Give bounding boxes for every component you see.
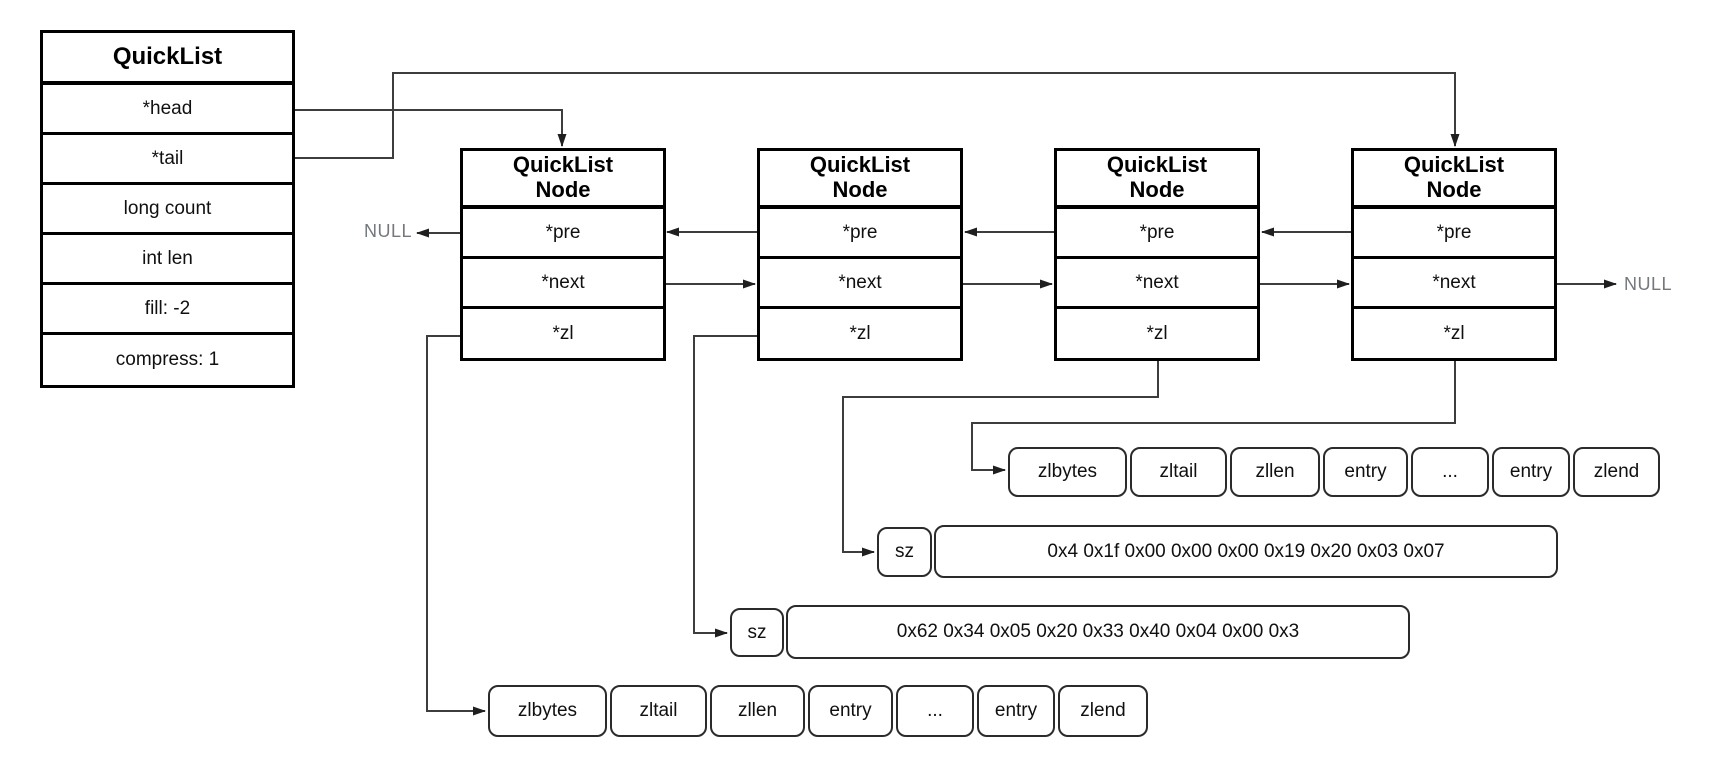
sz-box-2: sz — [730, 608, 784, 657]
ziplist-cell-zlend: zlend — [1573, 447, 1660, 497]
quicklist-node-2: QuickList Node *pre *next *zl — [757, 148, 963, 361]
quicklist-node-3: QuickList Node *pre *next *zl — [1054, 148, 1260, 361]
node-field-next: *next — [1354, 259, 1554, 309]
quicklist-field-fill: fill: -2 — [43, 285, 292, 335]
ziplist-cell-ellipsis: ... — [1411, 447, 1489, 497]
ziplist-cell-entry: entry — [977, 685, 1055, 737]
node-title: QuickList Node — [1354, 151, 1554, 209]
node-title-line2: Node — [1129, 177, 1185, 202]
node-field-pre: *pre — [463, 209, 663, 259]
node-field-pre: *pre — [760, 209, 960, 259]
node-title-line2: Node — [535, 177, 591, 202]
node-title-line1: QuickList — [512, 152, 614, 178]
node-field-next: *next — [1057, 259, 1257, 309]
quicklist-struct: QuickList *head *tail long count int len… — [40, 30, 295, 388]
node-title-line1: QuickList — [1403, 152, 1505, 178]
quicklist-node-4: QuickList Node *pre *next *zl — [1351, 148, 1557, 361]
quicklist-field-count: long count — [43, 185, 292, 235]
arrow-node1-zl-to-ziplist — [426, 335, 486, 716]
ziplist-cell-zltail: zltail — [1130, 447, 1227, 497]
ziplist-cell-zlend: zlend — [1058, 685, 1148, 737]
hex-box-2: 0x62 0x34 0x05 0x20 0x33 0x40 0x04 0x00 … — [786, 605, 1410, 659]
node-field-zl: *zl — [849, 322, 871, 344]
node-title: QuickList Node — [463, 151, 663, 209]
quicklist-field-head: *head — [43, 85, 292, 135]
ziplist-cell-zllen: zllen — [710, 685, 805, 737]
hex-box-1: 0x4 0x1f 0x00 0x00 0x00 0x19 0x20 0x03 0… — [934, 525, 1558, 578]
node-field-pre: *pre — [1354, 209, 1554, 259]
node-field-zl: *zl — [1146, 322, 1168, 344]
arrow-head-to-node1 — [295, 109, 567, 147]
quicklist-node-1: QuickList Node *pre *next *zl — [460, 148, 666, 361]
ziplist-cell-entry: entry — [1323, 447, 1408, 497]
sz-box-1: sz — [877, 527, 932, 577]
node-field-next: *next — [760, 259, 960, 309]
node-field-zl: *zl — [552, 322, 574, 344]
quicklist-field-tail: *tail — [43, 135, 292, 185]
quicklist-field-len: int len — [43, 235, 292, 285]
arrow-tail-to-node4 — [295, 72, 1460, 159]
node-field-next: *next — [463, 259, 663, 309]
null-label-right: NULL — [1624, 274, 1673, 294]
node-title-line2: Node — [1426, 177, 1482, 202]
node-field-zl: *zl — [1443, 322, 1465, 344]
null-label-left: NULL — [363, 221, 412, 241]
ziplist-top: zlbytes zltail zllen entry ... entry zle… — [1008, 447, 1660, 497]
node-title-line2: Node — [832, 177, 888, 202]
node-field-pre: *pre — [1057, 209, 1257, 259]
quicklist-title: QuickList — [43, 33, 292, 85]
arrow-node2-zl-to-sz — [693, 335, 757, 638]
ziplist-cell-zlbytes: zlbytes — [1008, 447, 1127, 497]
node-title-line1: QuickList — [1106, 152, 1208, 178]
ziplist-cell-zlbytes: zlbytes — [488, 685, 607, 737]
quicklist-field-compress: compress: 1 — [115, 349, 220, 370]
ziplist-cell-zltail: zltail — [610, 685, 707, 737]
node-title-line1: QuickList — [809, 152, 911, 178]
node-title: QuickList Node — [1057, 151, 1257, 209]
ziplist-cell-zllen: zllen — [1230, 447, 1320, 497]
node-title: QuickList Node — [760, 151, 960, 209]
ziplist-bottom: zlbytes zltail zllen entry ... entry zle… — [488, 685, 1148, 737]
ziplist-cell-entry: entry — [1492, 447, 1570, 497]
ziplist-cell-entry: entry — [808, 685, 893, 737]
ziplist-cell-ellipsis: ... — [896, 685, 974, 737]
